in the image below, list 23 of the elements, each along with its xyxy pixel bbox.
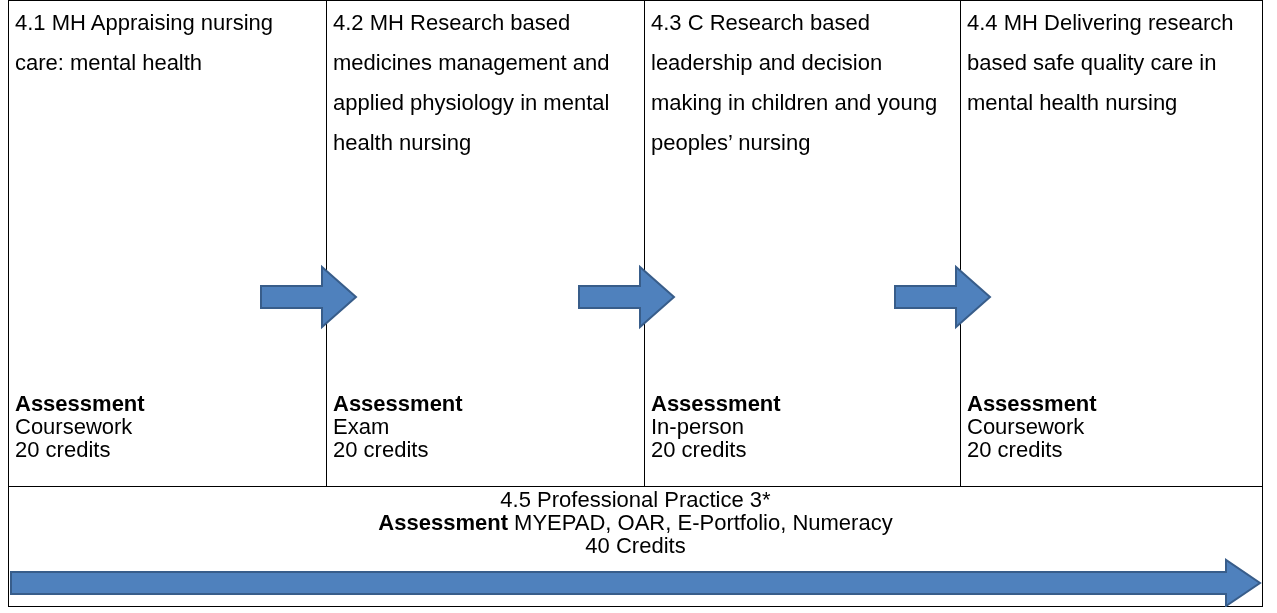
assessment-type: Coursework xyxy=(15,416,133,438)
assessment-type: Coursework xyxy=(967,416,1085,438)
assessment-heading: Assessment xyxy=(651,393,781,415)
module-title: 4.2 MH Research based medicines management and applied physiology in mental health nursing xyxy=(333,9,611,157)
module-title: 4.1 MH Appraising nursing care: mental health xyxy=(15,9,275,77)
block-arrow xyxy=(894,264,992,330)
assessment-heading: Assessment xyxy=(967,393,1097,415)
module-title: 4.3 C Research based leadership and decision making in children and young peoples’ nursing xyxy=(651,9,939,157)
table-cell xyxy=(8,486,1263,607)
assessment-heading: Assessment xyxy=(15,393,145,415)
credits-text: 20 credits xyxy=(333,439,429,461)
assessment-type: Exam xyxy=(333,416,390,438)
module-title: 4.5 Professional Practice 3* xyxy=(499,488,772,511)
block-arrow xyxy=(578,264,676,330)
assessment-type: In-person xyxy=(651,416,744,438)
credits-text: 20 credits xyxy=(15,439,111,461)
module-title: 4.4 MH Delivering research based safe quality care in mental health nursing xyxy=(967,9,1235,117)
credits-text: 20 credits xyxy=(967,439,1063,461)
credits-text: 40 Credits xyxy=(584,534,687,557)
assessment-text: Assessment MYEPAD, OAR, E-Portfolio, Numeracy xyxy=(377,511,894,534)
credits-text: 20 credits xyxy=(651,439,747,461)
block-arrow xyxy=(260,264,358,330)
assessment-heading: Assessment xyxy=(333,393,463,415)
